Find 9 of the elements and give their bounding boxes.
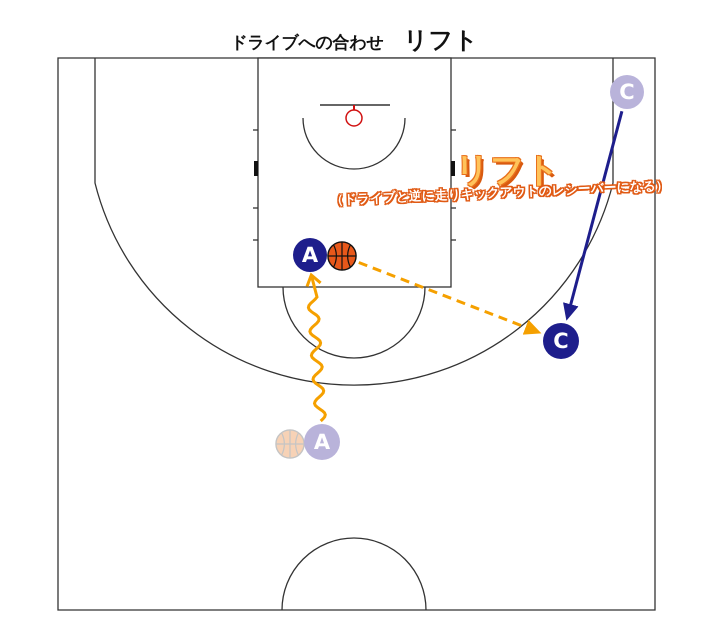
basketball-icon <box>327 241 357 271</box>
player-token: A <box>304 424 340 460</box>
pass-arrow <box>358 261 542 335</box>
player-token: C <box>610 75 644 109</box>
basketball-icon <box>275 429 305 459</box>
player-token: C <box>543 323 579 359</box>
dribble-arrow <box>306 274 327 422</box>
cut-arrow <box>563 110 624 321</box>
diagram-title: ドライブへの合わせ リフト <box>230 26 478 56</box>
